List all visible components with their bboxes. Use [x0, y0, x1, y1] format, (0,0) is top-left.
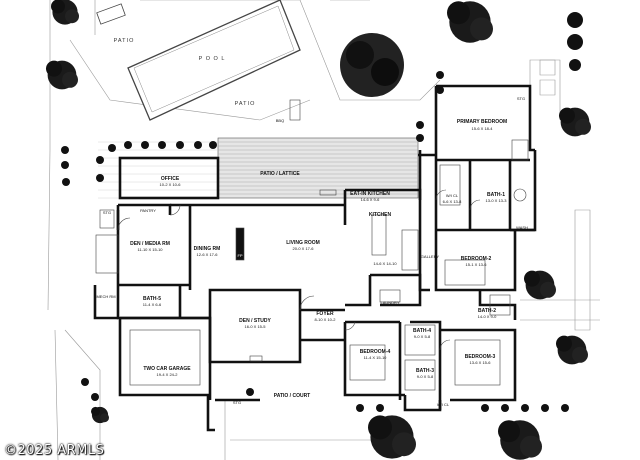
primary-bedroom-label: PRIMARY BEDROOM — [457, 119, 507, 125]
bath1-label: BATH-1 — [487, 192, 505, 198]
site-lines — [47, 0, 600, 460]
bath3-label: BATH-3 — [416, 368, 434, 374]
foyer-dim: 8-10 X 10-2 — [315, 317, 337, 322]
den-study-label: DEN / STUDY — [239, 318, 271, 324]
wcl-label: W/I CL — [437, 402, 450, 407]
den-media-label: DEN / MEDIA RM — [130, 241, 170, 247]
room-labels: PATIO P O O L PATIO BBQ PATIO / LATTICE … — [96, 38, 528, 407]
patio-mid-label: PATIO — [235, 101, 256, 107]
patio-lattice-label: PATIO / LATTICE — [260, 171, 300, 177]
laundry-label: LAUNDRY — [380, 300, 399, 305]
kitchen-label: KITCHEN — [369, 212, 392, 218]
foyer-label: FOYER — [316, 311, 334, 317]
den-media-dim: 11-10 X 15-10 — [137, 247, 163, 252]
patio-top-label: PATIO — [114, 38, 135, 44]
pantry-label: PANTRY — [140, 208, 156, 213]
watermark: ©2025 ARMLS — [4, 443, 105, 458]
bedroom4-dim: 11-4 X 15-10 — [364, 355, 388, 360]
interior-details — [95, 99, 529, 391]
bath4-dim: 9-0 X 5-8 — [414, 334, 431, 339]
primary-bedroom-dim: 15-6 X 18-4 — [472, 126, 494, 131]
bath4-label: BATH-4 — [413, 328, 431, 334]
landscape-trees — [45, 0, 591, 460]
patio-court-label: PATIO / COURT — [274, 393, 310, 399]
pool — [96, 0, 301, 121]
bath5-dim: 11-4 X 6-6 — [143, 302, 162, 307]
bedroom2-dim: 15-1 X 13-6 — [466, 262, 488, 267]
dining-label: DINING RM — [194, 246, 221, 252]
stg2-label: STG — [233, 400, 241, 405]
mech-label: MECH RM — [96, 294, 115, 299]
bath5-label: BATH-5 — [143, 296, 161, 302]
wash-label: WASH — [516, 225, 528, 230]
bath2-label: BATH-2 — [478, 308, 496, 314]
office-dim: 10-2 X 10-6 — [160, 182, 182, 187]
bbq-label: BBQ — [276, 118, 284, 123]
walls — [93, 84, 537, 432]
bath1-dim: 13-0 X 13-3 — [486, 198, 508, 203]
bedroom4-label: BEDROOM-4 — [360, 349, 391, 355]
pool-label: P O O L — [199, 56, 226, 62]
eatin-kitchen-dim: 14-6 X 9-6 — [361, 197, 380, 202]
gallery-label: GALLERY — [421, 254, 440, 259]
wic-label: W/I CL — [446, 193, 459, 198]
garage-label: TWO CAR GARAGE — [143, 366, 191, 372]
eatin-kitchen-label: EAT-IN KITCHEN — [350, 191, 390, 197]
dining-dim: 12-6 X 17-6 — [197, 252, 219, 257]
patio-lattice — [98, 137, 419, 199]
wic-dim: 6-6 X 13-8 — [443, 199, 462, 204]
bedroom2-label: BEDROOM-2 — [461, 256, 492, 262]
fp-label: FP — [237, 253, 242, 258]
living-dim: 20-0 X 17-6 — [293, 246, 315, 251]
bath2-dim: 14-0 X 9-0 — [478, 314, 497, 319]
stg-label: STG — [517, 96, 525, 101]
office-label: OFFICE — [161, 176, 180, 182]
bedroom3-dim: 13-6 X 15-6 — [470, 360, 492, 365]
den-study-dim: 16-0 X 15-5 — [245, 324, 267, 329]
stg3-label: STG — [103, 210, 111, 215]
bath3-dim: 9-0 X 5-8 — [417, 374, 434, 379]
bedroom3-label: BEDROOM-3 — [465, 354, 496, 360]
garage-dim: 19-4 X 24-2 — [157, 372, 179, 377]
living-label: LIVING ROOM — [286, 240, 320, 246]
kitchen-dim: 14-6 X 14-10 — [373, 261, 397, 266]
